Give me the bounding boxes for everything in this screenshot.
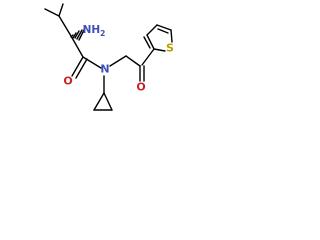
- cyclopropyl-ring: [93, 92, 113, 111]
- amine-label: NH2: [83, 24, 106, 38]
- bond-alpha-carbonyl: [70, 35, 84, 58]
- structure-canvas: NH2 N O O S: [0, 0, 190, 123]
- stereo-hash-bond: [70, 27, 86, 41]
- bond-carbonyl-n: [82, 56, 102, 69]
- bond-n-ch2: [109, 55, 127, 67]
- thiophene-sulfur-label: S: [166, 42, 174, 55]
- bond-methyl-top: [58, 3, 64, 17]
- bond-amide-co-2: [75, 58, 88, 79]
- amide-oxygen-label: O: [63, 75, 72, 88]
- thiophene-ring: [143, 24, 173, 52]
- bond-ketone-thiophene: [141, 48, 155, 66]
- bond-amide-co-1: [71, 56, 84, 77]
- bond-ch2-ketone: [125, 55, 141, 67]
- ketone-oxygen-label: O: [136, 81, 145, 94]
- amide-nitrogen-label: N: [100, 63, 109, 76]
- bond-isopropyl-alpha: [58, 15, 72, 37]
- molecule-drawing: NH2 N O O S: [44, 3, 174, 111]
- bond-methyl-left: [44, 8, 60, 17]
